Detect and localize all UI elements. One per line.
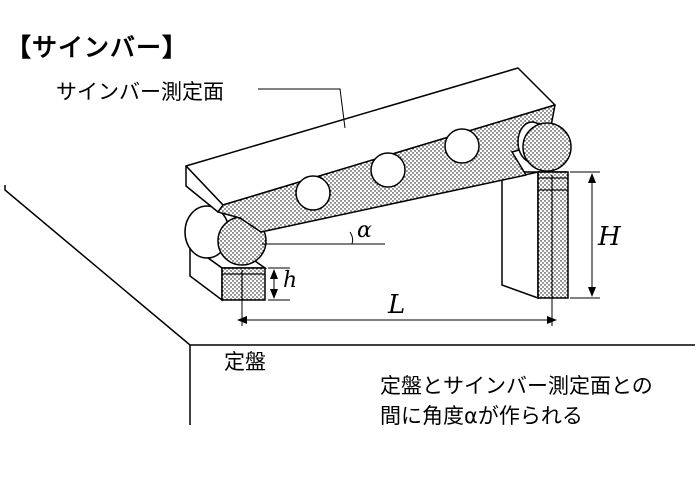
sine-bar-hole [444, 128, 480, 164]
right-gauge-block [501, 171, 569, 300]
surface-plate-top-edge [4, 185, 695, 346]
caption-line-2: 間に角度αが作られる [380, 404, 583, 428]
sine-bar-hole [295, 175, 331, 211]
angle-alpha-indicator [262, 231, 385, 245]
caption-line-1: 定盤とサインバー測定面との [380, 374, 653, 398]
height-h-label: h [283, 268, 298, 293]
dimension-h [268, 267, 290, 301]
sine-bar-surface-label: サインバー測定面 [56, 80, 224, 104]
diagram-title: 【サインバー】 [6, 33, 189, 62]
dimension-L [237, 175, 557, 326]
length-L-label: L [388, 290, 406, 320]
surface-plate-label: 定盤 [224, 350, 266, 374]
sine-bar [185, 67, 556, 233]
sine-bar-hole [370, 152, 406, 188]
height-H-label: H [598, 222, 621, 252]
surface-plate [4, 185, 695, 425]
angle-alpha-label: α [357, 218, 372, 243]
surface-leader-line [258, 88, 346, 129]
left-roller [184, 205, 267, 266]
right-roller [517, 121, 572, 172]
dimension-H [570, 171, 600, 299]
